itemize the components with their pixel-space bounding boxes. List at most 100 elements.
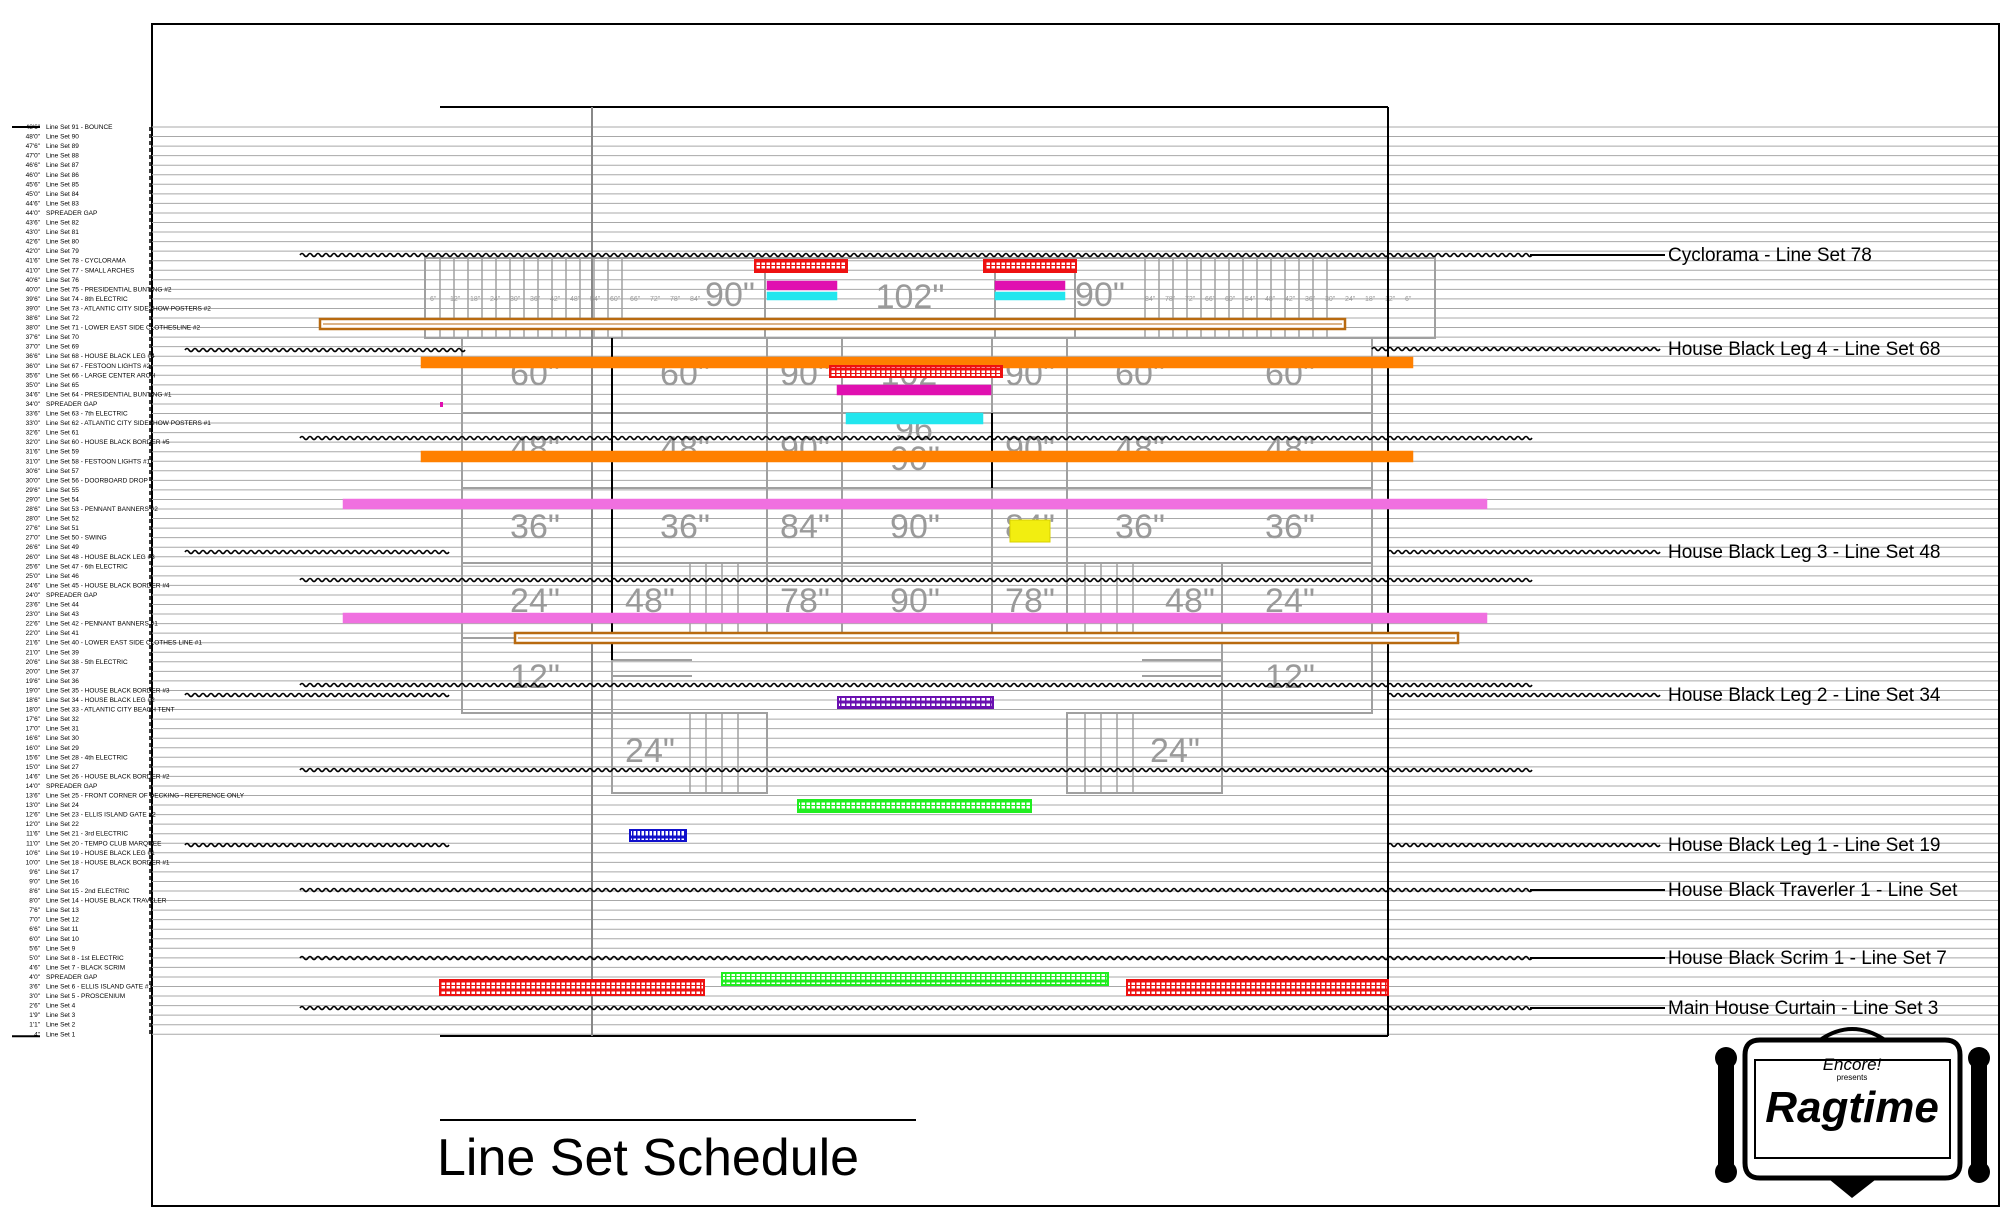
logo-frame bbox=[1742, 1037, 1963, 1181]
line-set-height: 35'6" bbox=[26, 372, 41, 379]
line-set-label: Line Set 55 bbox=[46, 487, 79, 494]
line-set-height: 5'6" bbox=[29, 945, 40, 952]
platform-height-label: 90" bbox=[890, 508, 940, 546]
line-set-height: 21'6" bbox=[26, 640, 41, 647]
line-set-height: 41'0" bbox=[26, 267, 41, 274]
stair-height-label: 84" bbox=[1145, 296, 1156, 303]
line-set-height: 20'6" bbox=[26, 659, 41, 666]
line-set-label: Line Set 5 - PROSCENIUM bbox=[46, 993, 125, 1000]
platform-layout: 6"12"18"24"30"36"42"48"54"60"66"72"78"84… bbox=[424, 257, 1436, 794]
line-set-height: 38'6" bbox=[26, 315, 41, 322]
line-set-label: Line Set 86 bbox=[46, 172, 79, 179]
stair-height-label: 66" bbox=[1205, 296, 1216, 303]
line-set-height: 12'6" bbox=[26, 812, 41, 819]
house-black-traveler bbox=[299, 887, 1533, 893]
platform-unit bbox=[1066, 712, 1223, 794]
callout-trav: House Black Traverler 1 - Line Set bbox=[1668, 880, 1958, 901]
stair-height-label: 54" bbox=[590, 296, 601, 303]
line-set-height: 47'0" bbox=[26, 153, 41, 160]
line-set-height: 36'6" bbox=[26, 353, 41, 360]
line-set-height: 6'0" bbox=[29, 936, 40, 943]
line-set-height: 39'0" bbox=[26, 305, 41, 312]
line-set-label: Line Set 21 - 3rd ELECTRIC bbox=[46, 831, 128, 838]
line-set-label: Line Set 80 bbox=[46, 239, 79, 246]
house-black-leg-2-right bbox=[1387, 692, 1661, 698]
sideshow-posters-2-right bbox=[994, 291, 1066, 301]
line-set-label: Line Set 31 bbox=[46, 726, 79, 733]
line-set-label: Line Set 91 - BOUNCE bbox=[46, 124, 113, 131]
stair-height-label: 78" bbox=[1165, 296, 1176, 303]
line-set-label: Line Set 85 bbox=[46, 181, 79, 188]
logo-crest bbox=[1818, 1027, 1887, 1042]
line-set-label: Line Set 2 bbox=[46, 1022, 76, 1029]
platform-height-label: 102" bbox=[876, 278, 945, 316]
platform-height-label: 48" bbox=[510, 430, 560, 468]
house-black-border-2 bbox=[299, 767, 1533, 773]
stair-height-label: 78" bbox=[670, 296, 681, 303]
stair-height-label: 36" bbox=[530, 296, 541, 303]
line-set-label: Line Set 69 bbox=[46, 344, 79, 351]
line-set-label: Line Set 7 - BLACK SCRIM bbox=[46, 964, 125, 971]
line-set-height: 6'6" bbox=[29, 926, 40, 933]
line-set-label: Line Set 41 bbox=[46, 630, 79, 637]
house-black-border-4 bbox=[299, 577, 1533, 583]
line-set-label: Line Set 20 - TEMPO CLUB MARQUEE bbox=[46, 840, 162, 847]
line-set-height: 4'0" bbox=[29, 974, 40, 981]
line-set-height: 33'0" bbox=[26, 420, 41, 427]
line-set-height: 17'0" bbox=[26, 726, 41, 733]
small-arch-left bbox=[754, 259, 848, 273]
line-set-height: 19'6" bbox=[26, 678, 41, 685]
beach-tent bbox=[837, 696, 994, 709]
line-set-label: Line Set 77 - SMALL ARCHES bbox=[46, 267, 135, 274]
line-set-height: 22'6" bbox=[26, 621, 41, 628]
line-set-label: Line Set 70 bbox=[46, 334, 79, 341]
tempo-club-marquee bbox=[629, 829, 687, 842]
line-set-label: Line Set 53 - PENNANT BANNERS #2 bbox=[46, 506, 158, 513]
line-set-label: Line Set 32 bbox=[46, 716, 79, 723]
line-set-height: 3'0" bbox=[29, 993, 40, 1000]
line-set-label: Line Set 90 bbox=[46, 134, 79, 141]
line-set-height: 15'6" bbox=[26, 754, 41, 761]
line-set-height: 28'6" bbox=[26, 506, 41, 513]
platform-height-label: 84" bbox=[780, 508, 830, 546]
house-black-border-3 bbox=[299, 682, 1533, 688]
line-set-label: Line Set 72 bbox=[46, 315, 79, 322]
platform-height-label: 36" bbox=[660, 508, 710, 546]
line-set-label: Line Set 83 bbox=[46, 200, 79, 207]
line-set-height: 14'0" bbox=[26, 783, 41, 790]
line-set-height: 48'0" bbox=[26, 134, 41, 141]
line-set-height: 46'0" bbox=[26, 172, 41, 179]
logo-left-post bbox=[1718, 1050, 1734, 1170]
line-set-height: 47'6" bbox=[26, 143, 41, 150]
house-black-leg-4-left bbox=[184, 347, 466, 353]
line-set-label: Line Set 59 bbox=[46, 449, 79, 456]
presidential-bunting-2-left bbox=[766, 280, 838, 291]
line-set-label: Line Set 25 - FRONT CORNER OF DECKING - … bbox=[46, 793, 245, 800]
line-set-label: Line Set 4 bbox=[46, 1003, 76, 1010]
atlantic-city-posters-1 bbox=[845, 412, 984, 425]
line-set-height: 25'0" bbox=[26, 573, 41, 580]
line-set-label: Line Set 65 bbox=[46, 382, 79, 389]
house-black-leg-3-left bbox=[184, 549, 450, 555]
line-set-label: SPREADER GAP bbox=[46, 974, 97, 981]
line-set-height: 24'6" bbox=[26, 582, 41, 589]
line-set-height: 13'6" bbox=[26, 793, 41, 800]
line-set-label: Line Set 60 - HOUSE BLACK BORDER #5 bbox=[46, 439, 170, 446]
line-set-label: Line Set 27 bbox=[46, 764, 79, 771]
pennant-banners-1 bbox=[342, 612, 1488, 624]
platform-unit bbox=[1066, 412, 1373, 489]
ellis-island-gate-2 bbox=[797, 799, 1032, 813]
line-set-label: Line Set 18 - HOUSE BLACK BORDER #1 bbox=[46, 859, 170, 866]
line-set-height: 9'6" bbox=[29, 869, 40, 876]
line-set-height: 44'6" bbox=[26, 200, 41, 207]
line-set-label: Line Set 40 - LOWER EAST SIDE CLOTHES LI… bbox=[46, 640, 202, 647]
line-set-label: Line Set 15 - 2nd ELECTRIC bbox=[46, 888, 130, 895]
line-set-height: 29'6" bbox=[26, 487, 41, 494]
line-set-height: 10'6" bbox=[26, 850, 41, 857]
proscenium-left bbox=[439, 979, 705, 996]
line-set-height: 32'6" bbox=[26, 430, 41, 437]
line-set-height: 30'6" bbox=[26, 468, 41, 475]
line-set-label: Line Set 12 bbox=[46, 917, 79, 924]
line-set-height: 3'6" bbox=[29, 984, 40, 991]
